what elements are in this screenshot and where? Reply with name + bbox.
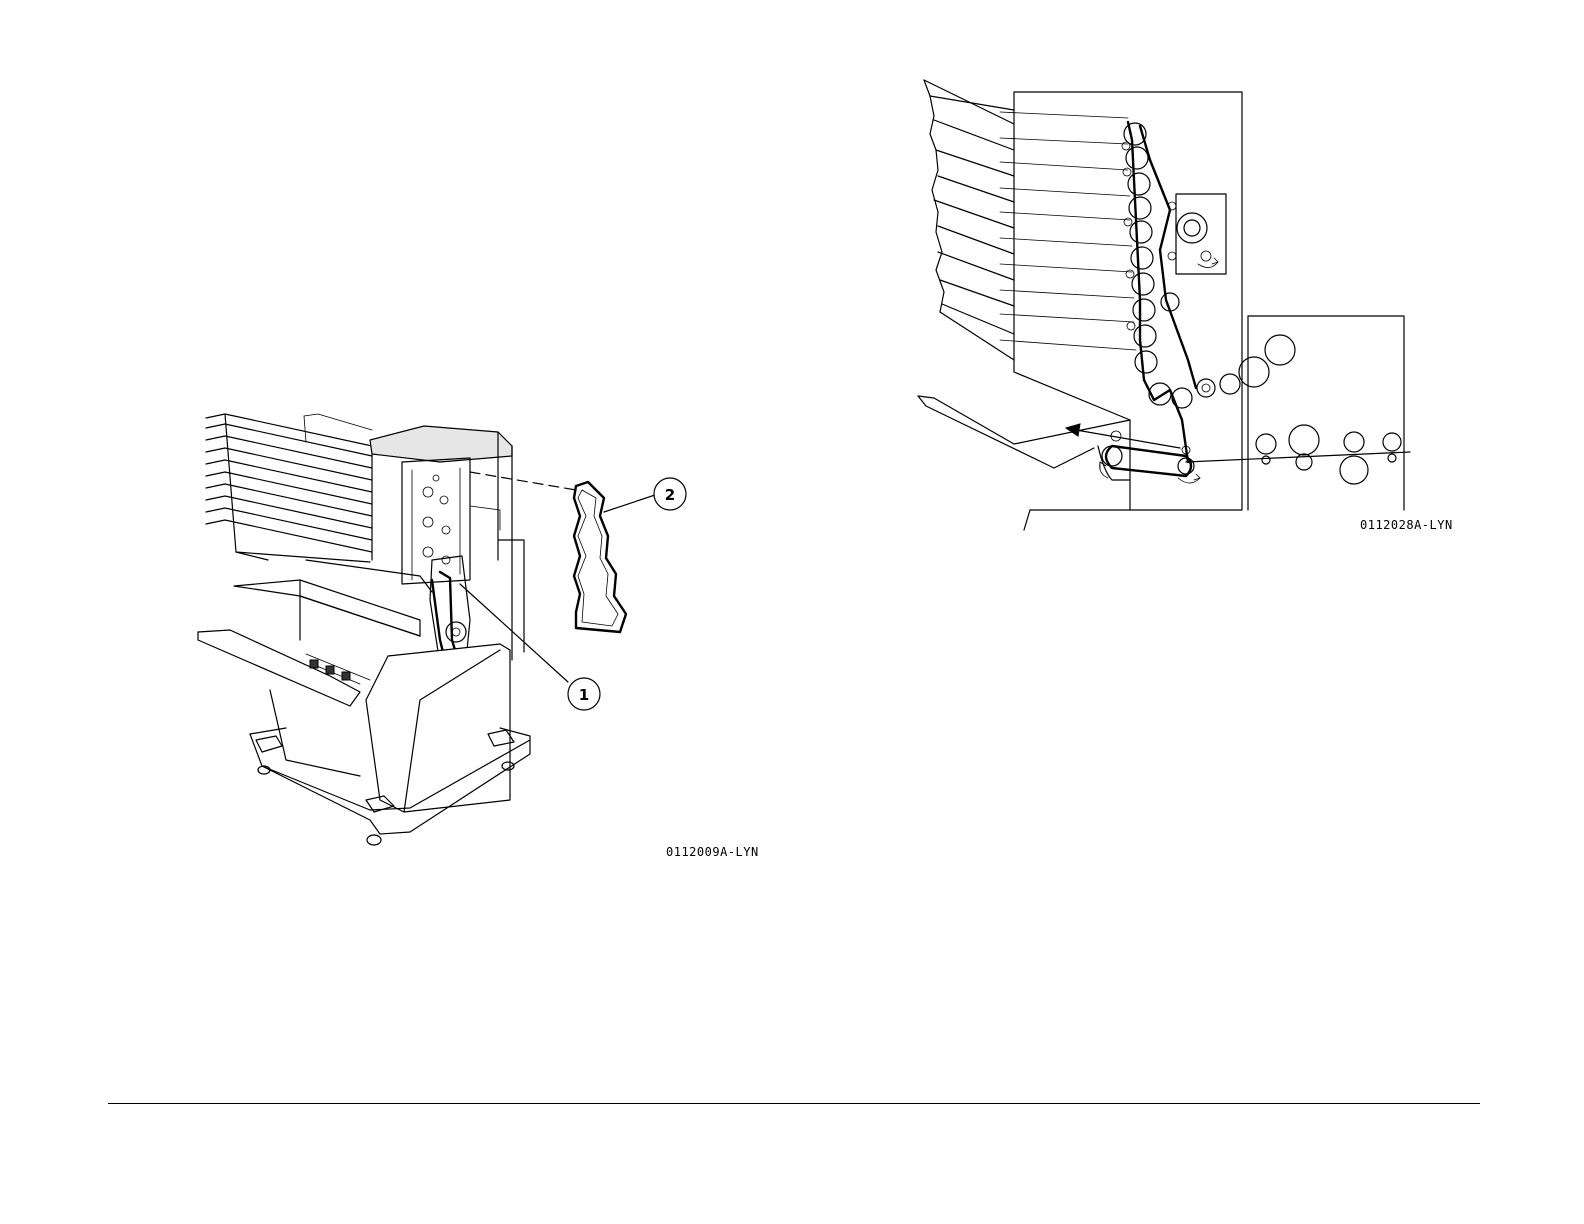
- figure-code-right: 0112028A-LYN: [1360, 518, 1453, 532]
- vertical-rollers: [1122, 122, 1196, 462]
- lower-belt: [918, 396, 1200, 483]
- figure-code-left: 0112009A-LYN: [666, 845, 759, 859]
- frames: [1014, 92, 1404, 530]
- bin-tray-lines: [1000, 112, 1136, 350]
- right-rollers: [1186, 425, 1410, 484]
- bin-edges: [924, 80, 1014, 360]
- exit-arrow: [1066, 424, 1180, 448]
- footer-divider: [108, 1103, 1480, 1104]
- upper-drive-box: [1168, 194, 1226, 274]
